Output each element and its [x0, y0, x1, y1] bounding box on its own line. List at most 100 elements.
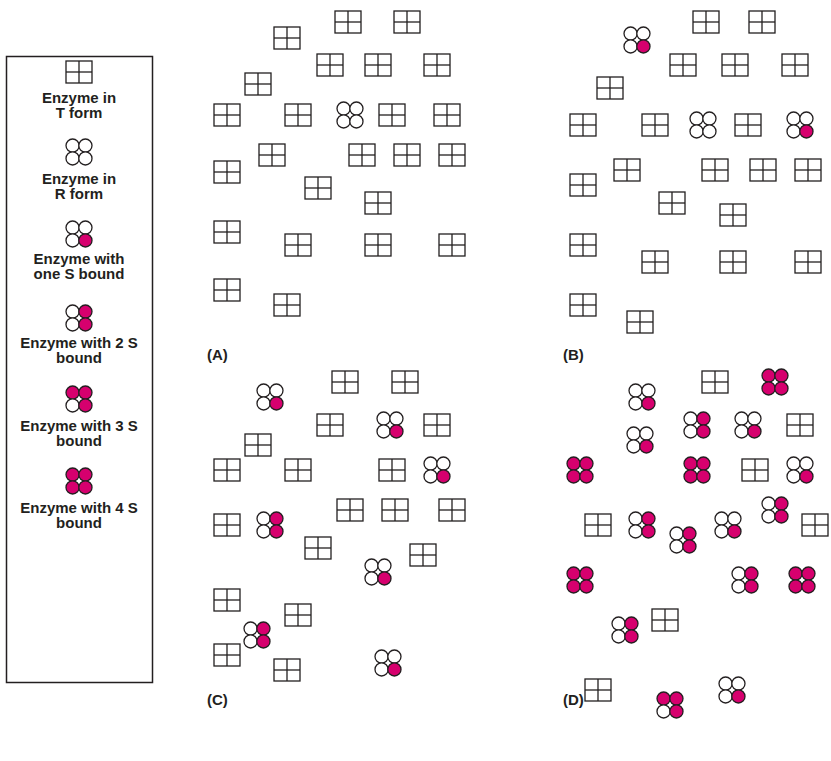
legend-label: Enzyme with 4 S bound: [19, 500, 139, 530]
r-form-enzyme: [66, 386, 92, 412]
t-form-enzyme: [317, 54, 343, 76]
t-form-enzyme: [702, 159, 728, 181]
t-form-enzyme: [722, 54, 748, 76]
t-form-enzyme: [652, 609, 678, 631]
t-form-enzyme: [317, 414, 343, 436]
r-form-enzyme: [719, 677, 745, 703]
r-form-enzyme: [684, 412, 710, 438]
t-form-enzyme: [424, 54, 450, 76]
t-form-enzyme: [749, 11, 775, 33]
t-form-enzyme: [434, 104, 460, 126]
r-form-enzyme: [627, 427, 653, 453]
r-form-enzyme: [424, 457, 450, 483]
legend-label: Enzyme with 3 S bound: [19, 418, 139, 448]
t-form-enzyme: [570, 294, 596, 316]
t-form-enzyme: [750, 159, 776, 181]
t-form-enzyme: [720, 251, 746, 273]
panel-label: (B): [563, 346, 584, 364]
legend-frame: [7, 57, 153, 683]
t-form-enzyme: [795, 251, 821, 273]
r-form-enzyme: [657, 692, 683, 718]
t-form-enzyme: [274, 294, 300, 316]
t-form-enzyme: [642, 251, 668, 273]
t-form-enzyme: [214, 589, 240, 611]
r-form-enzyme: [337, 102, 363, 128]
r-form-enzyme: [629, 512, 655, 538]
t-form-enzyme: [394, 11, 420, 33]
t-form-enzyme: [305, 537, 331, 559]
r-form-enzyme: [787, 457, 813, 483]
r-form-enzyme: [66, 468, 92, 494]
t-form-enzyme: [659, 192, 685, 214]
r-form-enzyme: [612, 617, 638, 643]
t-form-enzyme: [570, 114, 596, 136]
t-form-enzyme: [305, 177, 331, 199]
t-form-enzyme: [735, 114, 761, 136]
t-form-enzyme: [410, 544, 436, 566]
t-form-enzyme: [365, 54, 391, 76]
t-form-enzyme: [642, 114, 668, 136]
r-form-enzyme: [567, 457, 593, 483]
t-form-enzyme: [214, 221, 240, 243]
t-form-enzyme: [424, 414, 450, 436]
panel-label: (C): [207, 691, 228, 709]
t-form-enzyme: [585, 514, 611, 536]
r-form-enzyme: [66, 221, 92, 247]
t-form-enzyme: [214, 644, 240, 666]
t-form-enzyme: [365, 234, 391, 256]
t-form-enzyme: [285, 234, 311, 256]
legend-label: Enzyme in T form: [39, 90, 119, 120]
r-form-enzyme: [624, 27, 650, 53]
t-form-enzyme: [285, 604, 311, 626]
t-form-enzyme: [382, 499, 408, 521]
t-form-enzyme: [597, 77, 623, 99]
r-form-enzyme: [377, 412, 403, 438]
r-form-enzyme: [787, 112, 813, 138]
t-form-enzyme: [439, 499, 465, 521]
panel-label: (D): [563, 691, 584, 709]
t-form-enzyme: [214, 279, 240, 301]
t-form-enzyme: [365, 192, 391, 214]
r-form-enzyme: [789, 567, 815, 593]
t-form-enzyme: [335, 11, 361, 33]
t-form-enzyme: [214, 161, 240, 183]
t-form-enzyme: [245, 434, 271, 456]
r-form-enzyme: [732, 567, 758, 593]
t-form-enzyme: [337, 499, 363, 521]
r-form-enzyme: [735, 412, 761, 438]
t-form-enzyme: [245, 73, 271, 95]
t-form-enzyme: [66, 61, 92, 83]
r-form-enzyme: [375, 650, 401, 676]
t-form-enzyme: [394, 144, 420, 166]
t-form-enzyme: [349, 144, 375, 166]
t-form-enzyme: [379, 459, 405, 481]
t-form-enzyme: [627, 311, 653, 333]
t-form-enzyme: [379, 104, 405, 126]
r-form-enzyme: [715, 512, 741, 538]
t-form-enzyme: [720, 204, 746, 226]
legend-label: Enzyme with 2 S bound: [19, 335, 139, 365]
t-form-enzyme: [285, 459, 311, 481]
r-form-enzyme: [762, 369, 788, 395]
t-form-enzyme: [787, 414, 813, 436]
t-form-enzyme: [274, 659, 300, 681]
t-form-enzyme: [285, 104, 311, 126]
t-form-enzyme: [693, 11, 719, 33]
r-form-enzyme: [629, 384, 655, 410]
t-form-enzyme: [570, 234, 596, 256]
r-form-enzyme: [567, 567, 593, 593]
t-form-enzyme: [214, 514, 240, 536]
t-form-enzyme: [614, 159, 640, 181]
r-form-enzyme: [670, 527, 696, 553]
panel-label: (A): [207, 346, 228, 364]
legend-label: Enzyme with one S bound: [19, 251, 139, 281]
t-form-enzyme: [742, 459, 768, 481]
r-form-enzyme: [257, 512, 283, 538]
r-form-enzyme: [365, 559, 391, 585]
t-form-enzyme: [439, 144, 465, 166]
t-form-enzyme: [392, 371, 418, 393]
t-form-enzyme: [439, 234, 465, 256]
r-form-enzyme: [690, 112, 716, 138]
t-form-enzyme: [782, 54, 808, 76]
